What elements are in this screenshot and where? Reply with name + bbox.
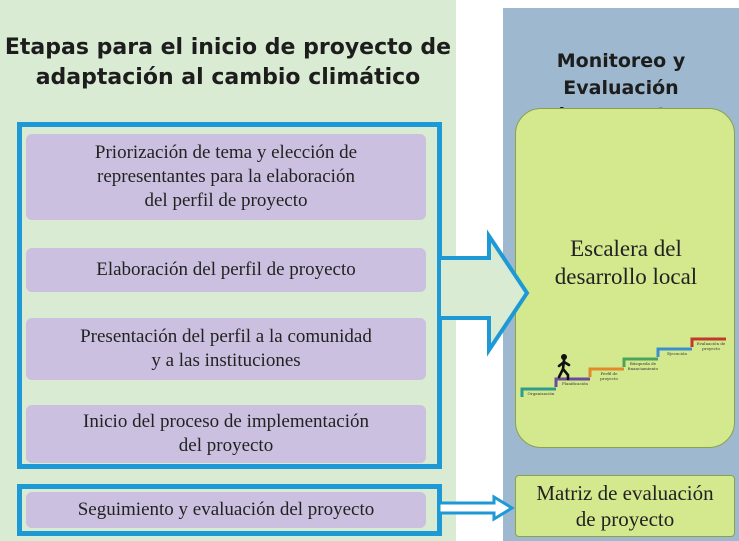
small-arrow-icon — [437, 494, 515, 522]
stair-label: proyecto — [702, 346, 720, 351]
stages-panel-title: Etapas para el inicio de proyecto de ada… — [4, 35, 452, 90]
stair-label: proyecto — [600, 376, 618, 381]
stair-step — [520, 387, 556, 397]
step-prioritization: Priorización de tema y elección de repre… — [26, 134, 426, 220]
stair-step — [588, 367, 624, 377]
step-profile-presentation: Presentación del perfil a la comunidad y… — [26, 318, 426, 380]
stair-label: financiamiento — [628, 366, 659, 371]
step-followup-evaluation: Seguimiento y evaluación del proyecto — [26, 492, 426, 528]
stair-step — [622, 357, 658, 367]
step-implementation-start: Inicio del proceso de implementación del… — [26, 405, 426, 463]
stair-label: Evaluación de — [697, 341, 726, 346]
step-profile-elaboration: Elaboración del perfil de proyecto — [26, 248, 426, 292]
stair-step — [690, 337, 726, 347]
stair-step — [554, 377, 590, 387]
stair-label: Perfil de — [601, 371, 619, 376]
big-arrow-icon — [437, 229, 530, 357]
evaluation-matrix-box: Matriz de evaluación de proyecto — [515, 475, 735, 537]
stair-label: Organización — [528, 391, 555, 396]
stair-label: Ejecución — [667, 351, 687, 356]
development-ladder-label: Escalera del desarrollo local — [554, 236, 698, 289]
walking-person-icon — [557, 354, 571, 381]
stair-label: Búsqueda de — [630, 361, 657, 366]
development-ladder-box: Escalera del desarrollo local Organizaci… — [515, 108, 735, 448]
stair-step — [656, 347, 692, 357]
stair-label: Planificación — [562, 381, 588, 386]
